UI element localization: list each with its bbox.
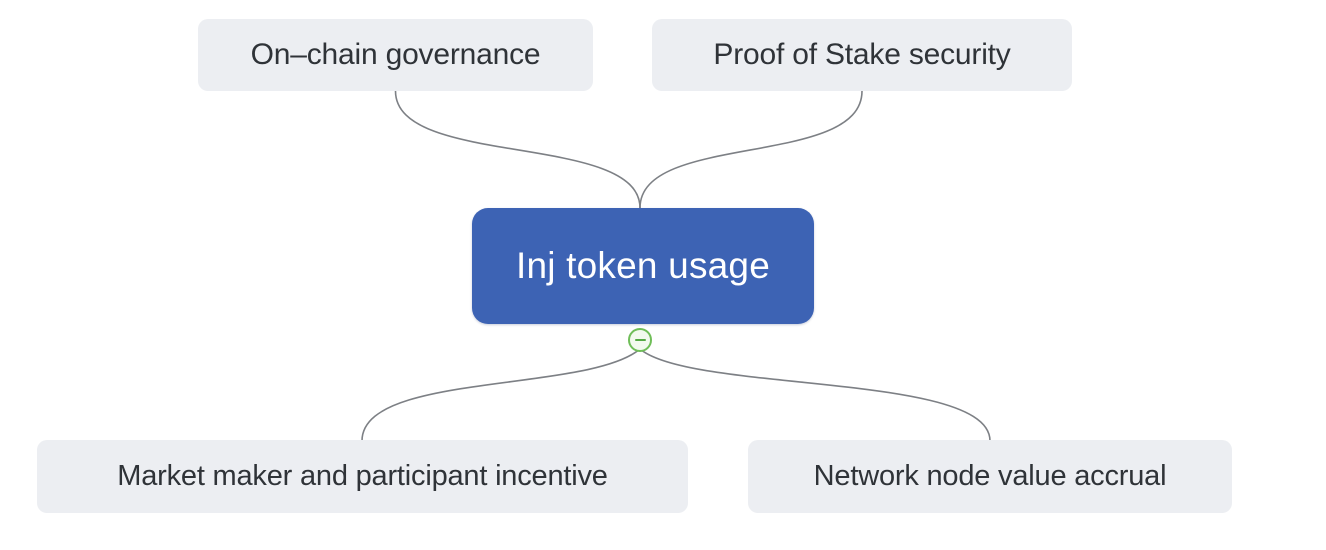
connector-top-right-branch (639, 90, 863, 209)
node-label: Network node value accrual (813, 460, 1167, 492)
root-node-label: Inj token usage (516, 245, 770, 286)
connector-top-left-branch (394, 90, 641, 209)
node-label: Proof of Stake security (713, 38, 1011, 71)
node-label: Market maker and participant incentive (117, 460, 608, 492)
connector-bottom-left-branch (361, 348, 641, 442)
node-label: On–chain governance (250, 38, 541, 71)
node-on-chain-governance[interactable]: On–chain governance (198, 19, 593, 91)
node-proof-of-stake-security[interactable]: Proof of Stake security (652, 19, 1072, 91)
node-market-maker-incentive[interactable]: Market maker and participant incentive (37, 440, 688, 513)
node-network-node-value-accrual[interactable]: Network node value accrual (748, 440, 1232, 513)
collapse-button[interactable] (628, 328, 652, 352)
connector-bottom-right-branch (639, 348, 991, 442)
node-root-inj-token-usage[interactable]: Inj token usage (472, 208, 814, 324)
minus-icon (634, 338, 646, 342)
